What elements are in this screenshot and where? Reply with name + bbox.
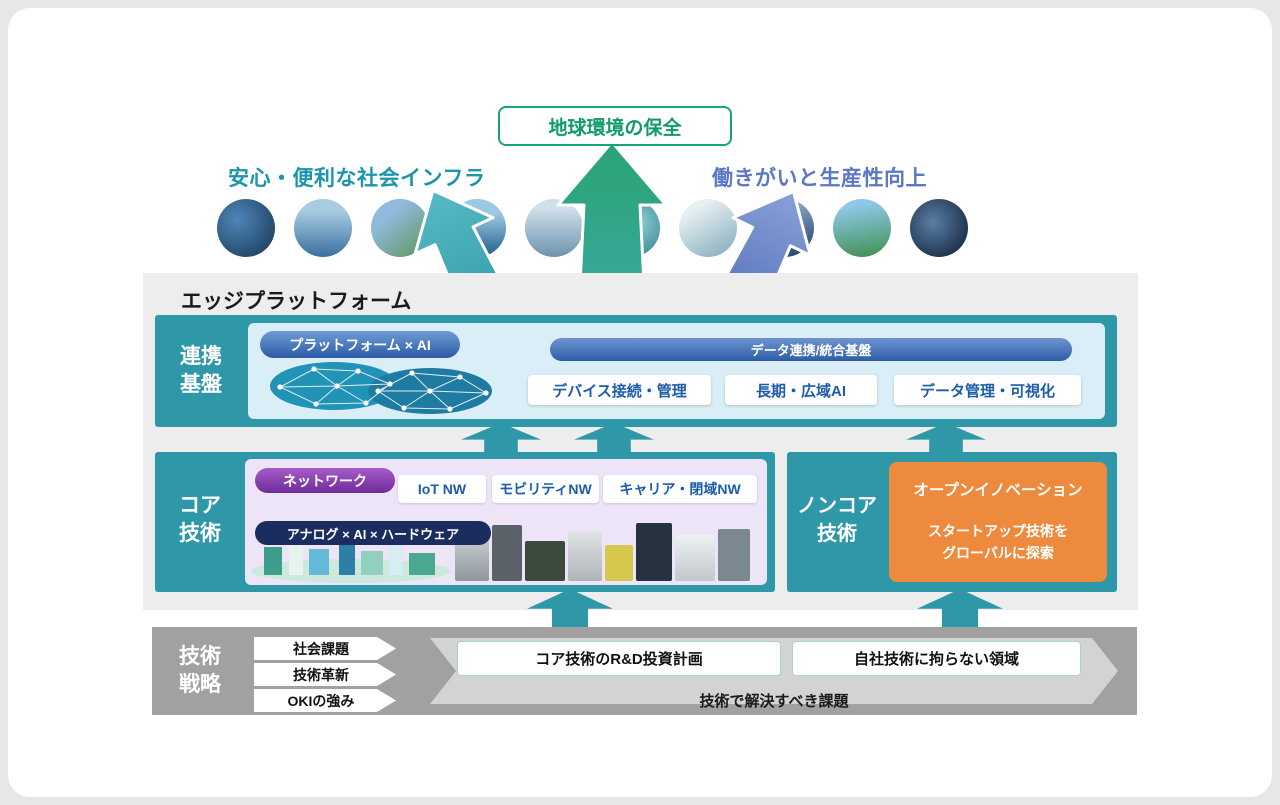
renkei-label: 連携 基盤 — [155, 343, 247, 399]
outcome-environment-label: 地球環境の保全 — [548, 117, 682, 139]
platform-ai-pill: プラットフォーム × AI — [260, 331, 460, 358]
network-pill: ネットワーク — [255, 468, 395, 493]
core-tech-box: コア 技術 ネットワーク IoT NW モビリティNW キャリア・閉域NW — [155, 452, 775, 592]
outcome-productivity: 働きがいと生産性向上 — [712, 167, 927, 190]
photo-city-aerial — [525, 199, 583, 257]
photo-researchers — [679, 199, 737, 257]
product-photo — [568, 531, 602, 581]
up-arrow-core-1 — [461, 423, 541, 455]
renkei-band: 連携 基盤 プラットフォーム × AI — [155, 315, 1117, 427]
product-photo — [636, 523, 672, 581]
outcome-environment: 地球環境の保全 — [498, 106, 732, 146]
edge-platform-title: エッジプラットフォーム — [181, 290, 412, 313]
tag-oki-strength: OKIの強み — [254, 689, 396, 712]
strategy-band: 技術 戦略 社会課題 技術革新 OKIの強み コア技術のR&D投資計画 自社技術… — [152, 627, 1137, 715]
strategy-label-line2: 戦略 — [179, 673, 221, 696]
core-box-carrier: キャリア・閉域NW — [603, 475, 757, 503]
noncore-tech-label: ノンコア 技術 — [787, 492, 887, 548]
renkei-box-data-mgmt: データ管理・可視化 — [894, 375, 1081, 405]
renkei-label-line2: 基盤 — [180, 373, 222, 396]
tag-social-issues: 社会課題 — [254, 637, 396, 660]
product-photos — [455, 517, 761, 581]
analog-ai-hw-pill: アナログ × AI × ハードウェア — [255, 521, 491, 545]
product-photo — [605, 545, 633, 581]
open-innovation-subtitle-line2: グローバルに探索 — [942, 545, 1054, 561]
network-mesh-illustration — [270, 362, 492, 414]
strategy-label: 技術 戦略 — [154, 643, 246, 699]
up-arrow-core-2 — [574, 423, 654, 455]
open-innovation-subtitle-line1: スタートアップ技術を — [928, 523, 1068, 539]
core-box-mobility: モビリティNW — [492, 475, 599, 503]
strategy-label-line1: 技術 — [179, 645, 221, 668]
diagram-canvas: 地球環境の保全 安心・便利な社会インフラ 働きがいと生産性向上 エッジプラットフ… — [8, 8, 1272, 797]
noncore-tech-label-line2: 技術 — [817, 523, 857, 545]
renkei-label-line1: 連携 — [180, 345, 222, 368]
renkei-panel: プラットフォーム × AI — [248, 323, 1105, 419]
outcome-social-infra: 安心・便利な社会インフラ — [228, 167, 486, 190]
photo-ship — [448, 199, 506, 257]
photo-factory — [217, 199, 275, 257]
photo-highway — [371, 199, 429, 257]
photo-nature — [833, 199, 891, 257]
photo-server-room — [756, 199, 814, 257]
core-tech-label: コア 技術 — [155, 492, 245, 548]
core-tech-label-line1: コア — [179, 494, 221, 517]
renkei-box-device: デバイス接続・管理 — [528, 375, 711, 405]
core-rd-plan-box: コア技術のR&D投資計画 — [457, 641, 781, 676]
external-tech-box: 自社技術に拘らない領域 — [792, 641, 1081, 676]
renkei-box-ai: 長期・広域AI — [725, 375, 877, 405]
strategy-bottom-text: 技術で解決すべき課題 — [699, 693, 849, 710]
core-tech-label-line2: 技術 — [179, 522, 221, 545]
core-box-iot: IoT NW — [398, 475, 486, 503]
edge-platform-container: エッジプラットフォーム 連携 基盤 プラットフォーム × AI — [143, 273, 1138, 610]
data-integration-bar: データ連携/統合基盤 — [550, 338, 1072, 361]
noncore-tech-box: ノンコア 技術 オープンイノベーション スタートアップ技術を グローバルに探索 — [787, 452, 1117, 592]
noncore-tech-label-line1: ノンコア — [797, 495, 877, 517]
photo-satellite — [910, 199, 968, 257]
city-illustration — [251, 541, 451, 583]
photo-building — [294, 199, 352, 257]
product-photo — [492, 525, 522, 581]
product-photo — [525, 541, 565, 581]
product-photo — [718, 529, 750, 581]
open-innovation-title: オープンイノベーション — [913, 482, 1083, 499]
tag-tech-innovation: 技術革新 — [254, 663, 396, 686]
open-innovation-box: オープンイノベーション スタートアップ技術を グローバルに探索 — [889, 462, 1107, 582]
photo-plant — [602, 199, 660, 257]
core-tech-panel: ネットワーク IoT NW モビリティNW キャリア・閉域NW アナログ × A… — [245, 459, 767, 585]
product-photo — [675, 535, 715, 581]
up-arrow-noncore — [906, 423, 986, 455]
open-innovation-subtitle: スタートアップ技術を グローバルに探索 — [889, 520, 1107, 564]
